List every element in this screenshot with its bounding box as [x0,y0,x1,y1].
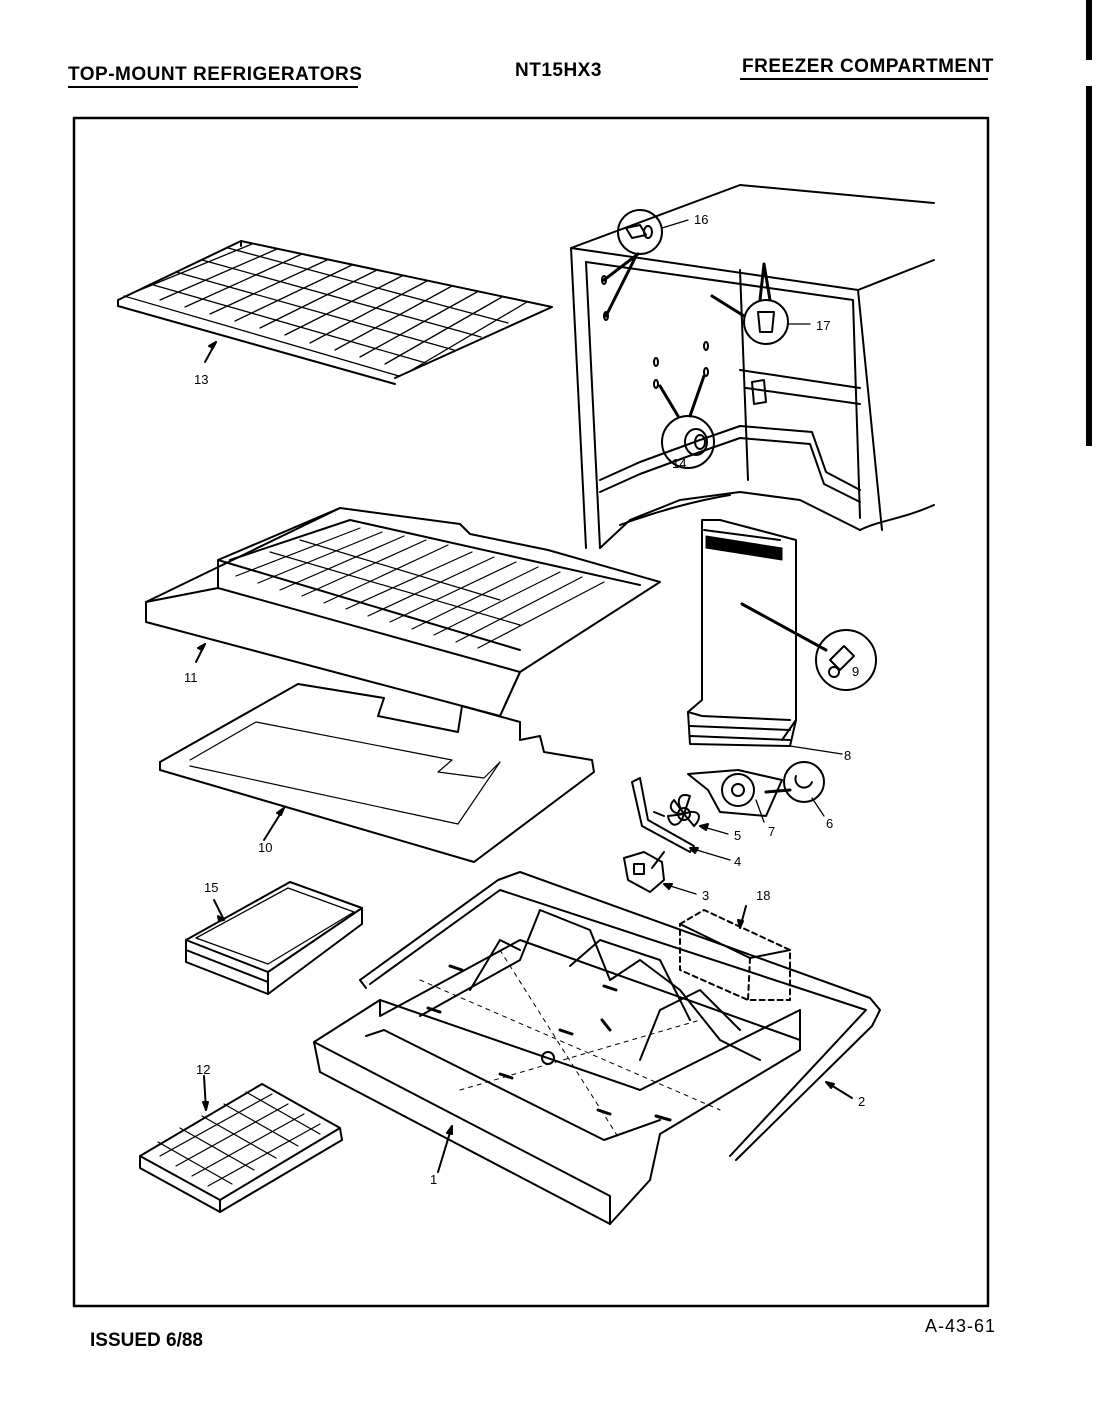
part-label-13: 13 [194,372,208,387]
part-label-14: 14 [672,456,686,471]
scan-edge-mark [1086,86,1092,446]
header-model: NT15HX3 [515,60,602,81]
fan-motor [623,851,697,895]
issued-date: ISSUED 6/88 [90,1330,203,1351]
part-label-7: 7 [768,824,775,839]
header-underline [68,86,358,88]
freezer-shelf-assembly [145,507,661,717]
part-label-18: 18 [756,888,770,903]
part-label-16: 16 [694,212,708,227]
header-left-title: TOP-MOUNT REFRIGERATORS [68,64,363,85]
fan-motor-bracket [631,777,731,861]
part-label-3: 3 [702,888,709,903]
part-label-9: 9 [852,664,859,679]
header-right-title: FREEZER COMPARTMENT [742,56,994,77]
wire-shelf [117,240,553,385]
part-label-4: 4 [734,854,741,869]
ice-bucket [185,881,363,995]
part-label-5: 5 [734,828,741,843]
diagram-frame [72,116,990,1308]
part-label-2: 2 [858,1094,865,1109]
ice-cube-tray [139,1075,343,1213]
part-label-1: 1 [430,1172,437,1187]
air-duct [687,519,877,755]
page-code: A-43-61 [925,1316,997,1336]
part-label-15: 15 [204,880,218,895]
freezer-pan-assembly [313,871,881,1225]
part-label-11: 11 [184,670,198,685]
part-label-10: 10 [258,840,272,855]
fan-blade [667,794,729,835]
part-label-12: 12 [196,1062,210,1077]
freezer-cabinet [570,184,935,549]
header-right-underline [740,78,988,80]
part-label-6: 6 [826,816,833,831]
part-label-8: 8 [844,748,851,763]
part-label-17: 17 [816,318,830,333]
scan-edge-mark [1086,0,1092,60]
shelf-cover-panel [159,683,595,863]
fan-shroud [687,761,825,823]
